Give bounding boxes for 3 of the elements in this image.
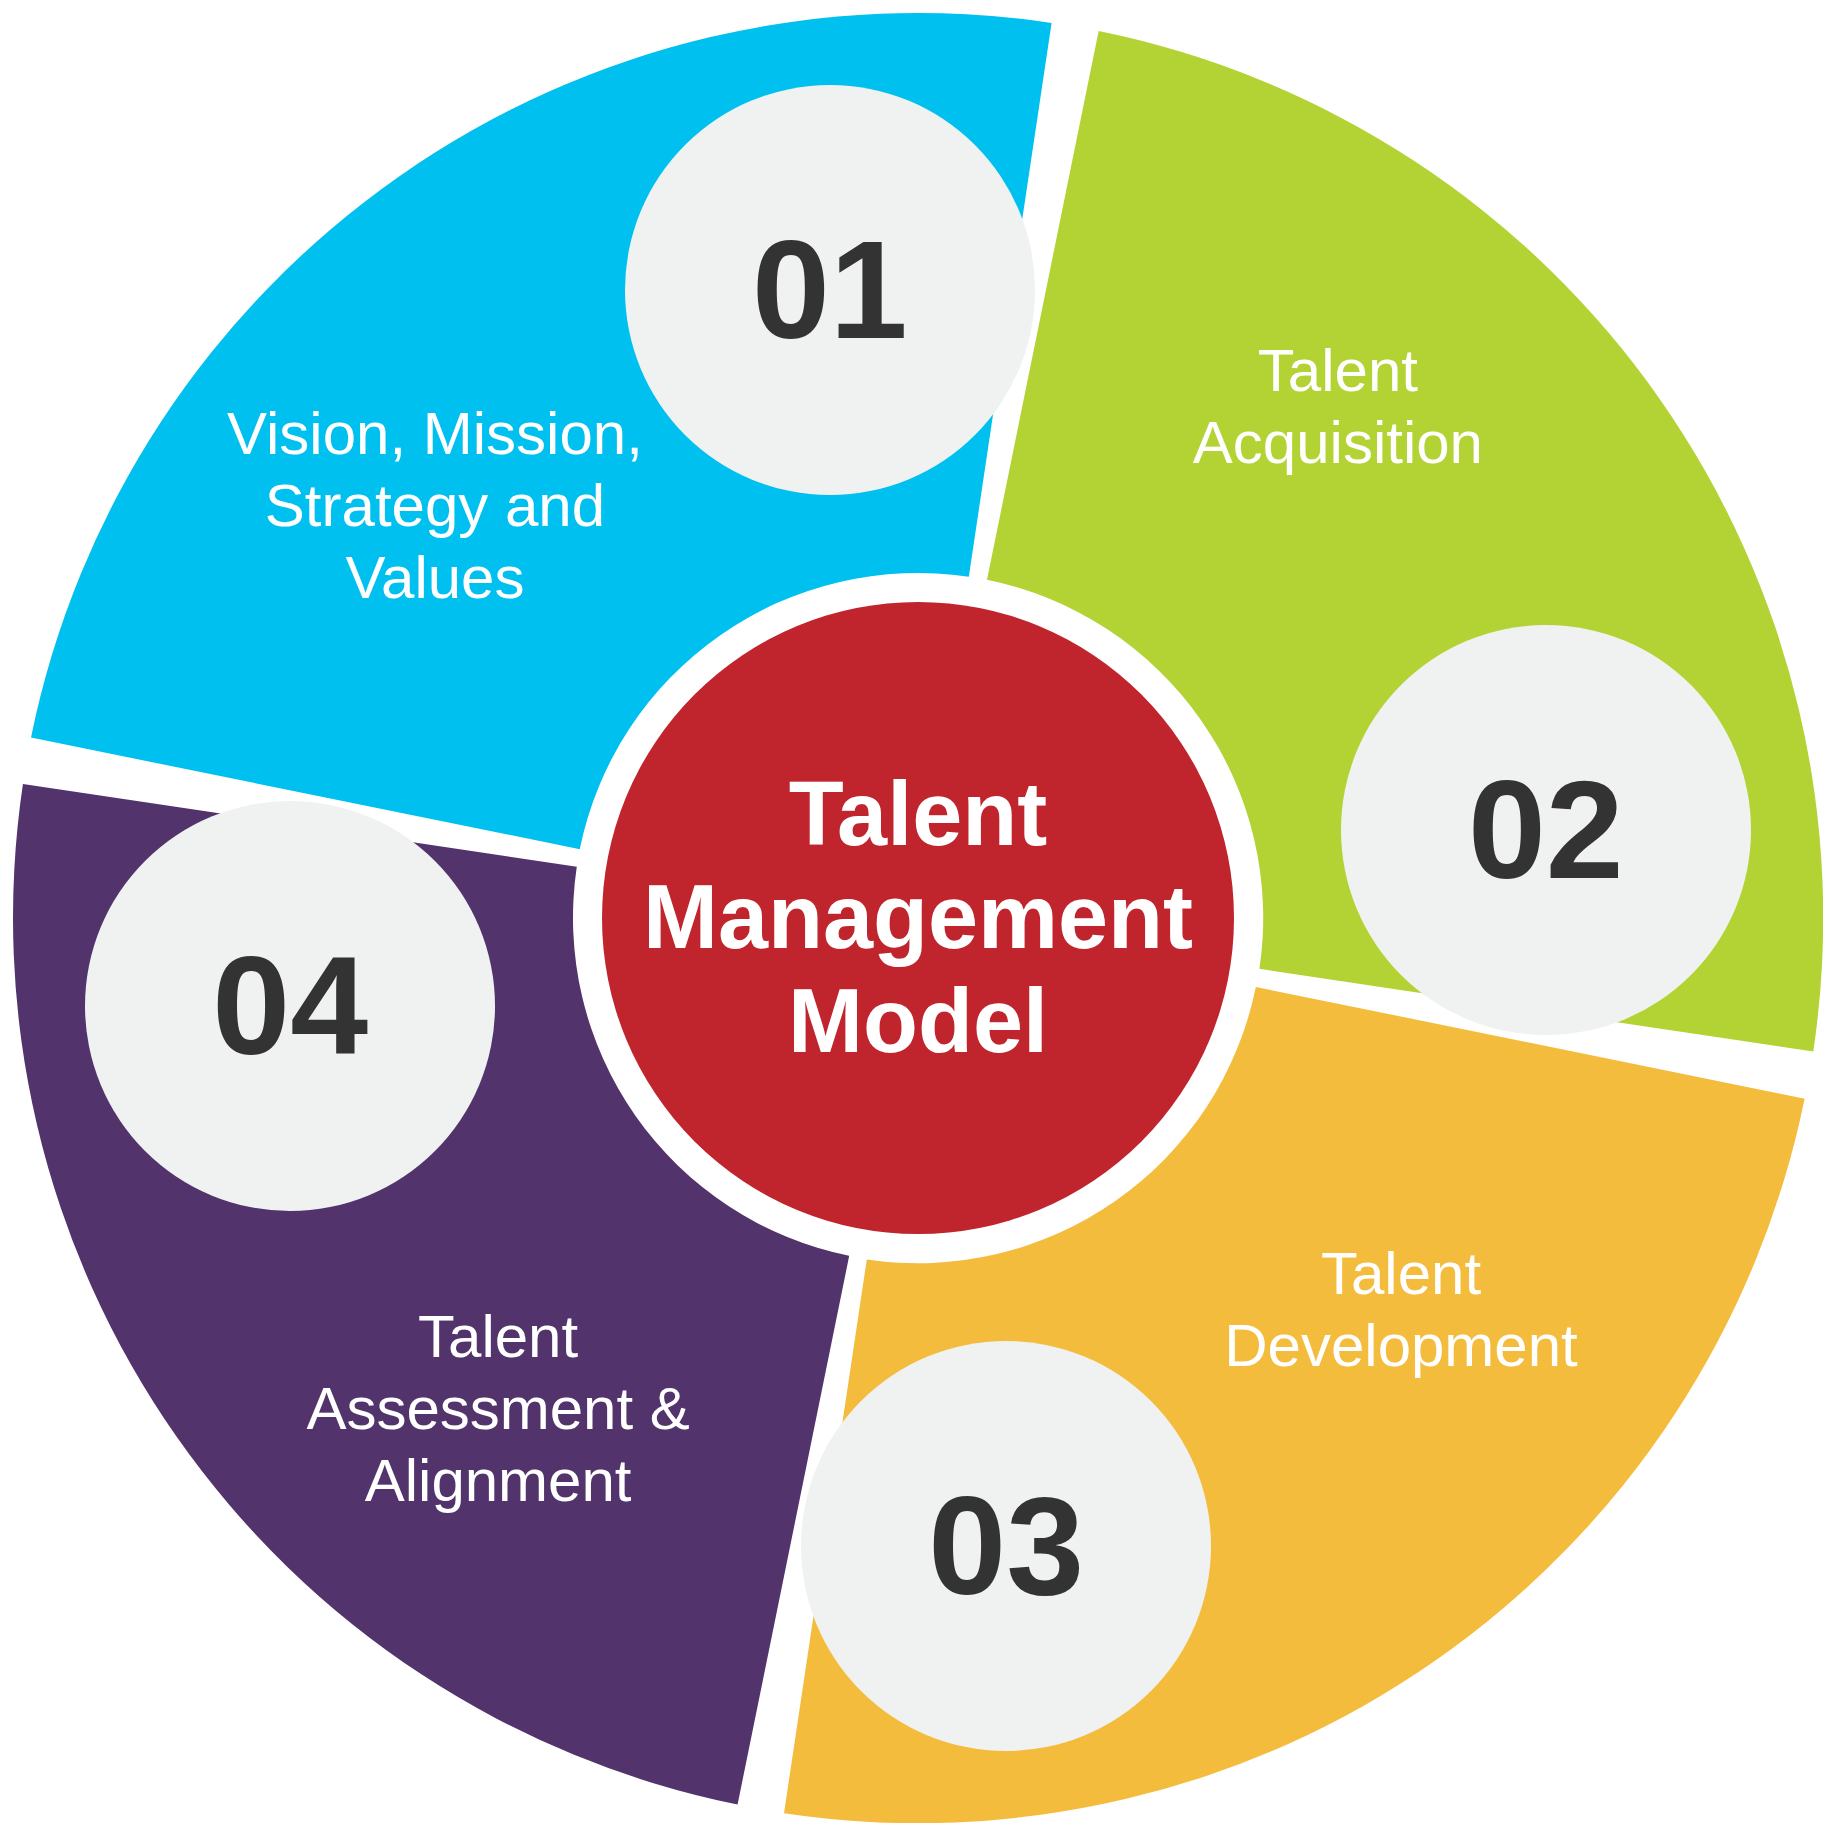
- segment-label: Talent Development: [1223, 1238, 1579, 1381]
- segment-label: Talent Assessment & Alignment: [305, 1302, 691, 1516]
- segment-label: Talent Acquisition: [1191, 335, 1484, 478]
